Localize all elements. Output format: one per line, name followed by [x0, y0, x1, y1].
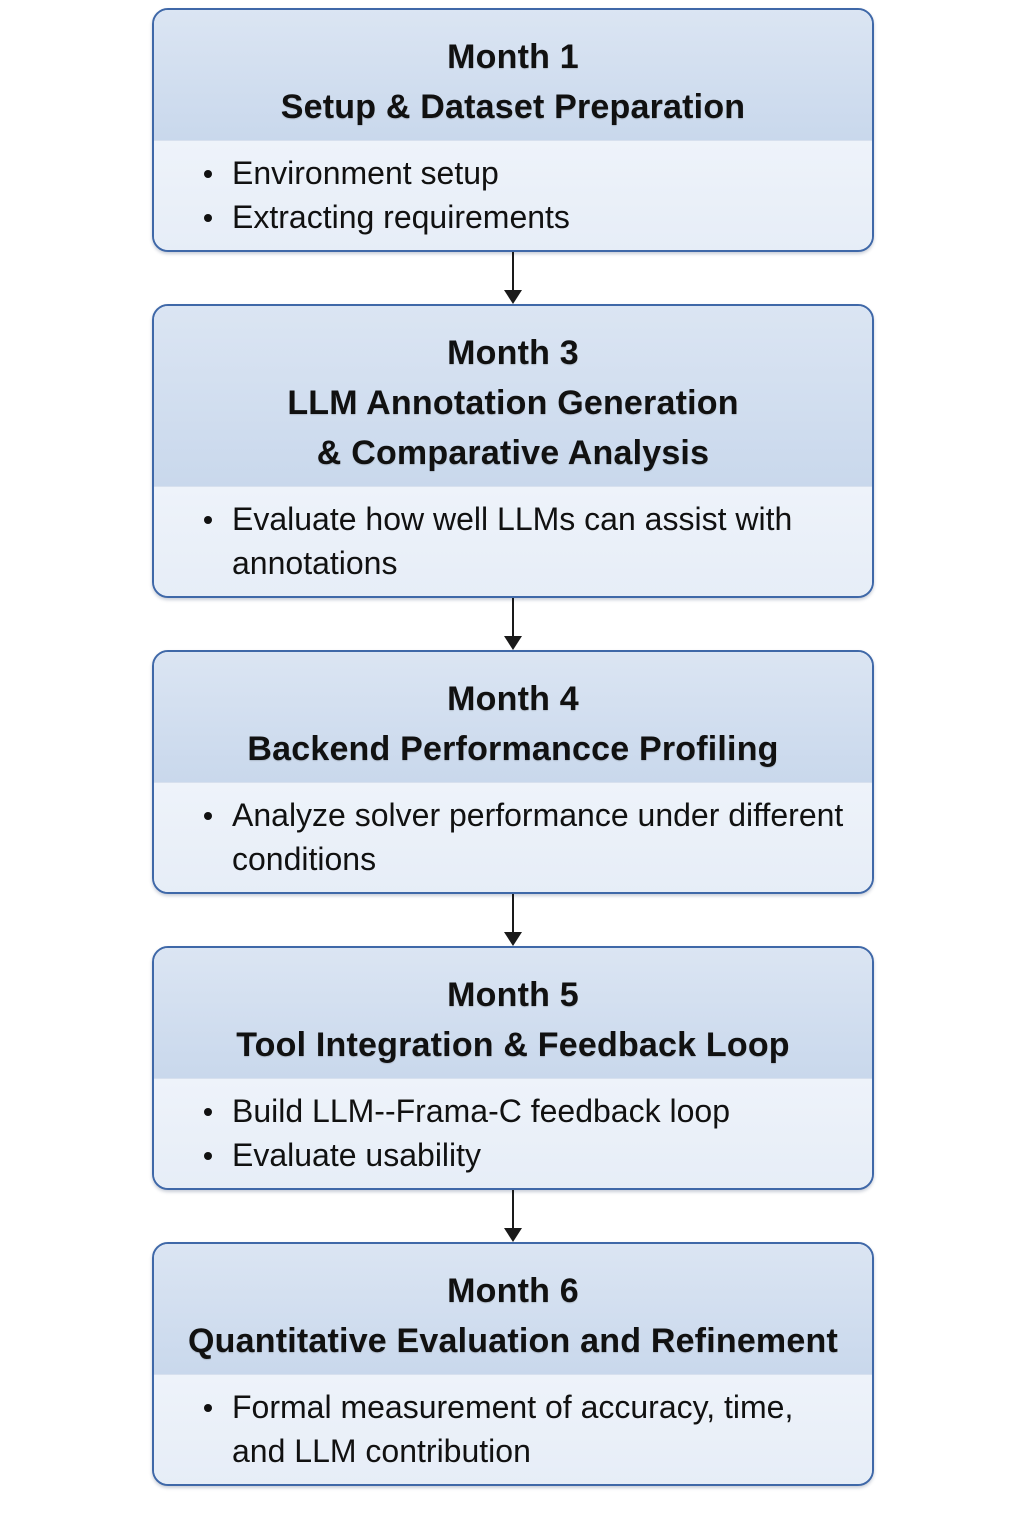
phase-header: Month 3 LLM Annotation Generation & Comp… — [154, 306, 872, 487]
phase-month-label: Month 5 — [447, 976, 579, 1014]
phase-bullet: Analyze solver performance under differe… — [200, 793, 852, 881]
phase-month-label: Month 3 — [447, 334, 579, 372]
phase-bullet: Formal measurement of accuracy, time, an… — [200, 1385, 852, 1473]
phase-box-month-3: Month 3 LLM Annotation Generation & Comp… — [152, 304, 874, 598]
phase-bullet: Extracting requirements — [200, 195, 852, 239]
phase-bullet: Build LLM--Frama-C feedback loop — [200, 1089, 852, 1133]
phase-month-label: Month 4 — [447, 680, 579, 718]
phase-body: Build LLM--Frama-C feedback loop Evaluat… — [154, 1079, 872, 1188]
phase-bullet-list: Environment setup Extracting requirement… — [200, 151, 852, 239]
phase-body: Evaluate how well LLMs can assist with a… — [154, 487, 872, 596]
phase-box-month-5: Month 5 Tool Integration & Feedback Loop… — [152, 946, 874, 1190]
phase-body: Formal measurement of accuracy, time, an… — [154, 1375, 872, 1484]
phase-bullet-list: Evaluate how well LLMs can assist with a… — [200, 497, 852, 585]
phase-month-label: Month 6 — [447, 1272, 579, 1310]
phase-title: Setup & Dataset Preparation — [280, 88, 746, 126]
phase-box-month-1: Month 1 Setup & Dataset Preparation Envi… — [152, 8, 874, 252]
phase-bullet: Environment setup — [200, 151, 852, 195]
arrow-down-icon — [504, 252, 522, 304]
phase-body: Analyze solver performance under differe… — [154, 783, 872, 892]
phase-title: Quantitative Evaluation and Refinement — [188, 1322, 838, 1360]
phase-box-month-4: Month 4 Backend Performancce Profiling A… — [152, 650, 874, 894]
phase-bullet: Evaluate how well LLMs can assist with a… — [200, 497, 852, 585]
arrow-down-icon — [504, 1190, 522, 1242]
phase-bullet-list: Formal measurement of accuracy, time, an… — [200, 1385, 852, 1473]
phase-title: Backend Performancce Profiling — [247, 730, 779, 768]
phase-bullet-list: Build LLM--Frama-C feedback loop Evaluat… — [200, 1089, 852, 1177]
phase-header: Month 4 Backend Performancce Profiling — [154, 652, 872, 783]
phase-box-month-6: Month 6 Quantitative Evaluation and Refi… — [152, 1242, 874, 1486]
arrow-down-icon — [504, 894, 522, 946]
phase-title-continued: & Comparative Analysis — [316, 434, 710, 472]
phase-bullet: Evaluate usability — [200, 1133, 852, 1177]
phase-header: Month 1 Setup & Dataset Preparation — [154, 10, 872, 141]
phase-month-label: Month 1 — [447, 38, 579, 76]
phase-title: Tool Integration & Feedback Loop — [236, 1026, 790, 1064]
phase-title: LLM Annotation Generation — [287, 384, 739, 422]
phase-header: Month 6 Quantitative Evaluation and Refi… — [154, 1244, 872, 1375]
phase-bullet-list: Analyze solver performance under differe… — [200, 793, 852, 881]
phase-header: Month 5 Tool Integration & Feedback Loop — [154, 948, 872, 1079]
arrow-down-icon — [504, 598, 522, 650]
phase-body: Environment setup Extracting requirement… — [154, 141, 872, 250]
